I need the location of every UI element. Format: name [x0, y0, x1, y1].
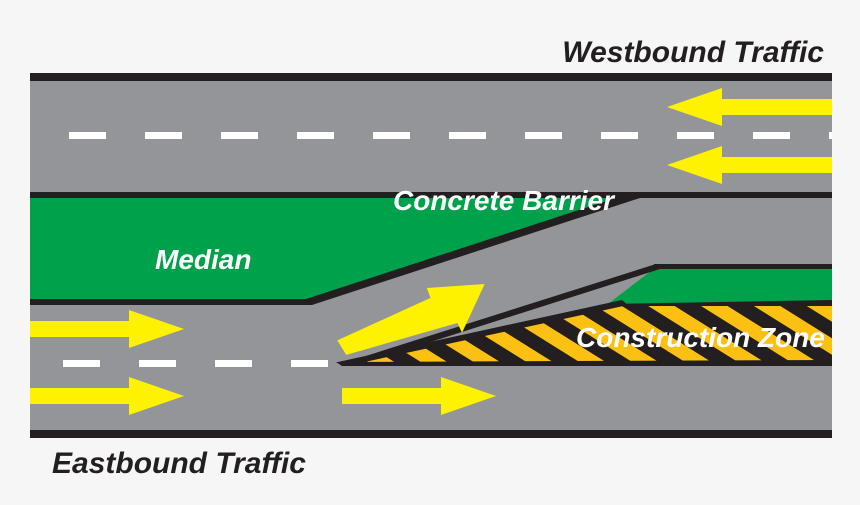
- concrete-barrier-line-upper: [30, 192, 635, 198]
- median-bottom-edge: [30, 299, 312, 305]
- construction-zone-label: Construction Zone: [576, 322, 825, 353]
- concrete-barrier-label: Concrete Barrier: [393, 185, 616, 216]
- westbound-arrows: [667, 88, 832, 184]
- construction-zone-diagonal-border: [338, 300, 628, 366]
- westbound-lane-dashes: [69, 132, 832, 139]
- eastbound-arrow-lower-left: [30, 377, 184, 415]
- median-island-right: [600, 268, 832, 310]
- road-bottom-edge: [30, 430, 832, 438]
- construction-zone-hatching: [340, 304, 832, 362]
- construction-zone-top-border: [608, 300, 832, 306]
- eastbound-arrow-lower-right: [342, 377, 496, 415]
- construction-zone-bottom-border: [336, 360, 832, 366]
- westbound-traffic-label: Westbound Traffic: [562, 36, 824, 69]
- eastbound-arrows-left: [30, 310, 184, 415]
- median-right-taper-edge: [350, 264, 660, 366]
- eastbound-traffic-label: Eastbound Traffic: [52, 447, 306, 480]
- road-top-edge: [30, 73, 832, 81]
- median-island: [30, 196, 635, 302]
- eastbound-arrows-right: [342, 377, 496, 415]
- westbound-arrow-top: [667, 88, 832, 126]
- median-label: Median: [155, 244, 251, 275]
- westbound-arrow-bottom: [667, 146, 832, 184]
- eastbound-arrow-upper-left: [30, 310, 184, 348]
- crossover-arrow: [337, 284, 485, 355]
- median-right-top-edge: [654, 264, 832, 269]
- concrete-barrier-line-diagonal: [306, 192, 640, 305]
- eastbound-lane-dashes: [63, 360, 328, 367]
- concrete-barrier-line-upper-right: [632, 192, 832, 198]
